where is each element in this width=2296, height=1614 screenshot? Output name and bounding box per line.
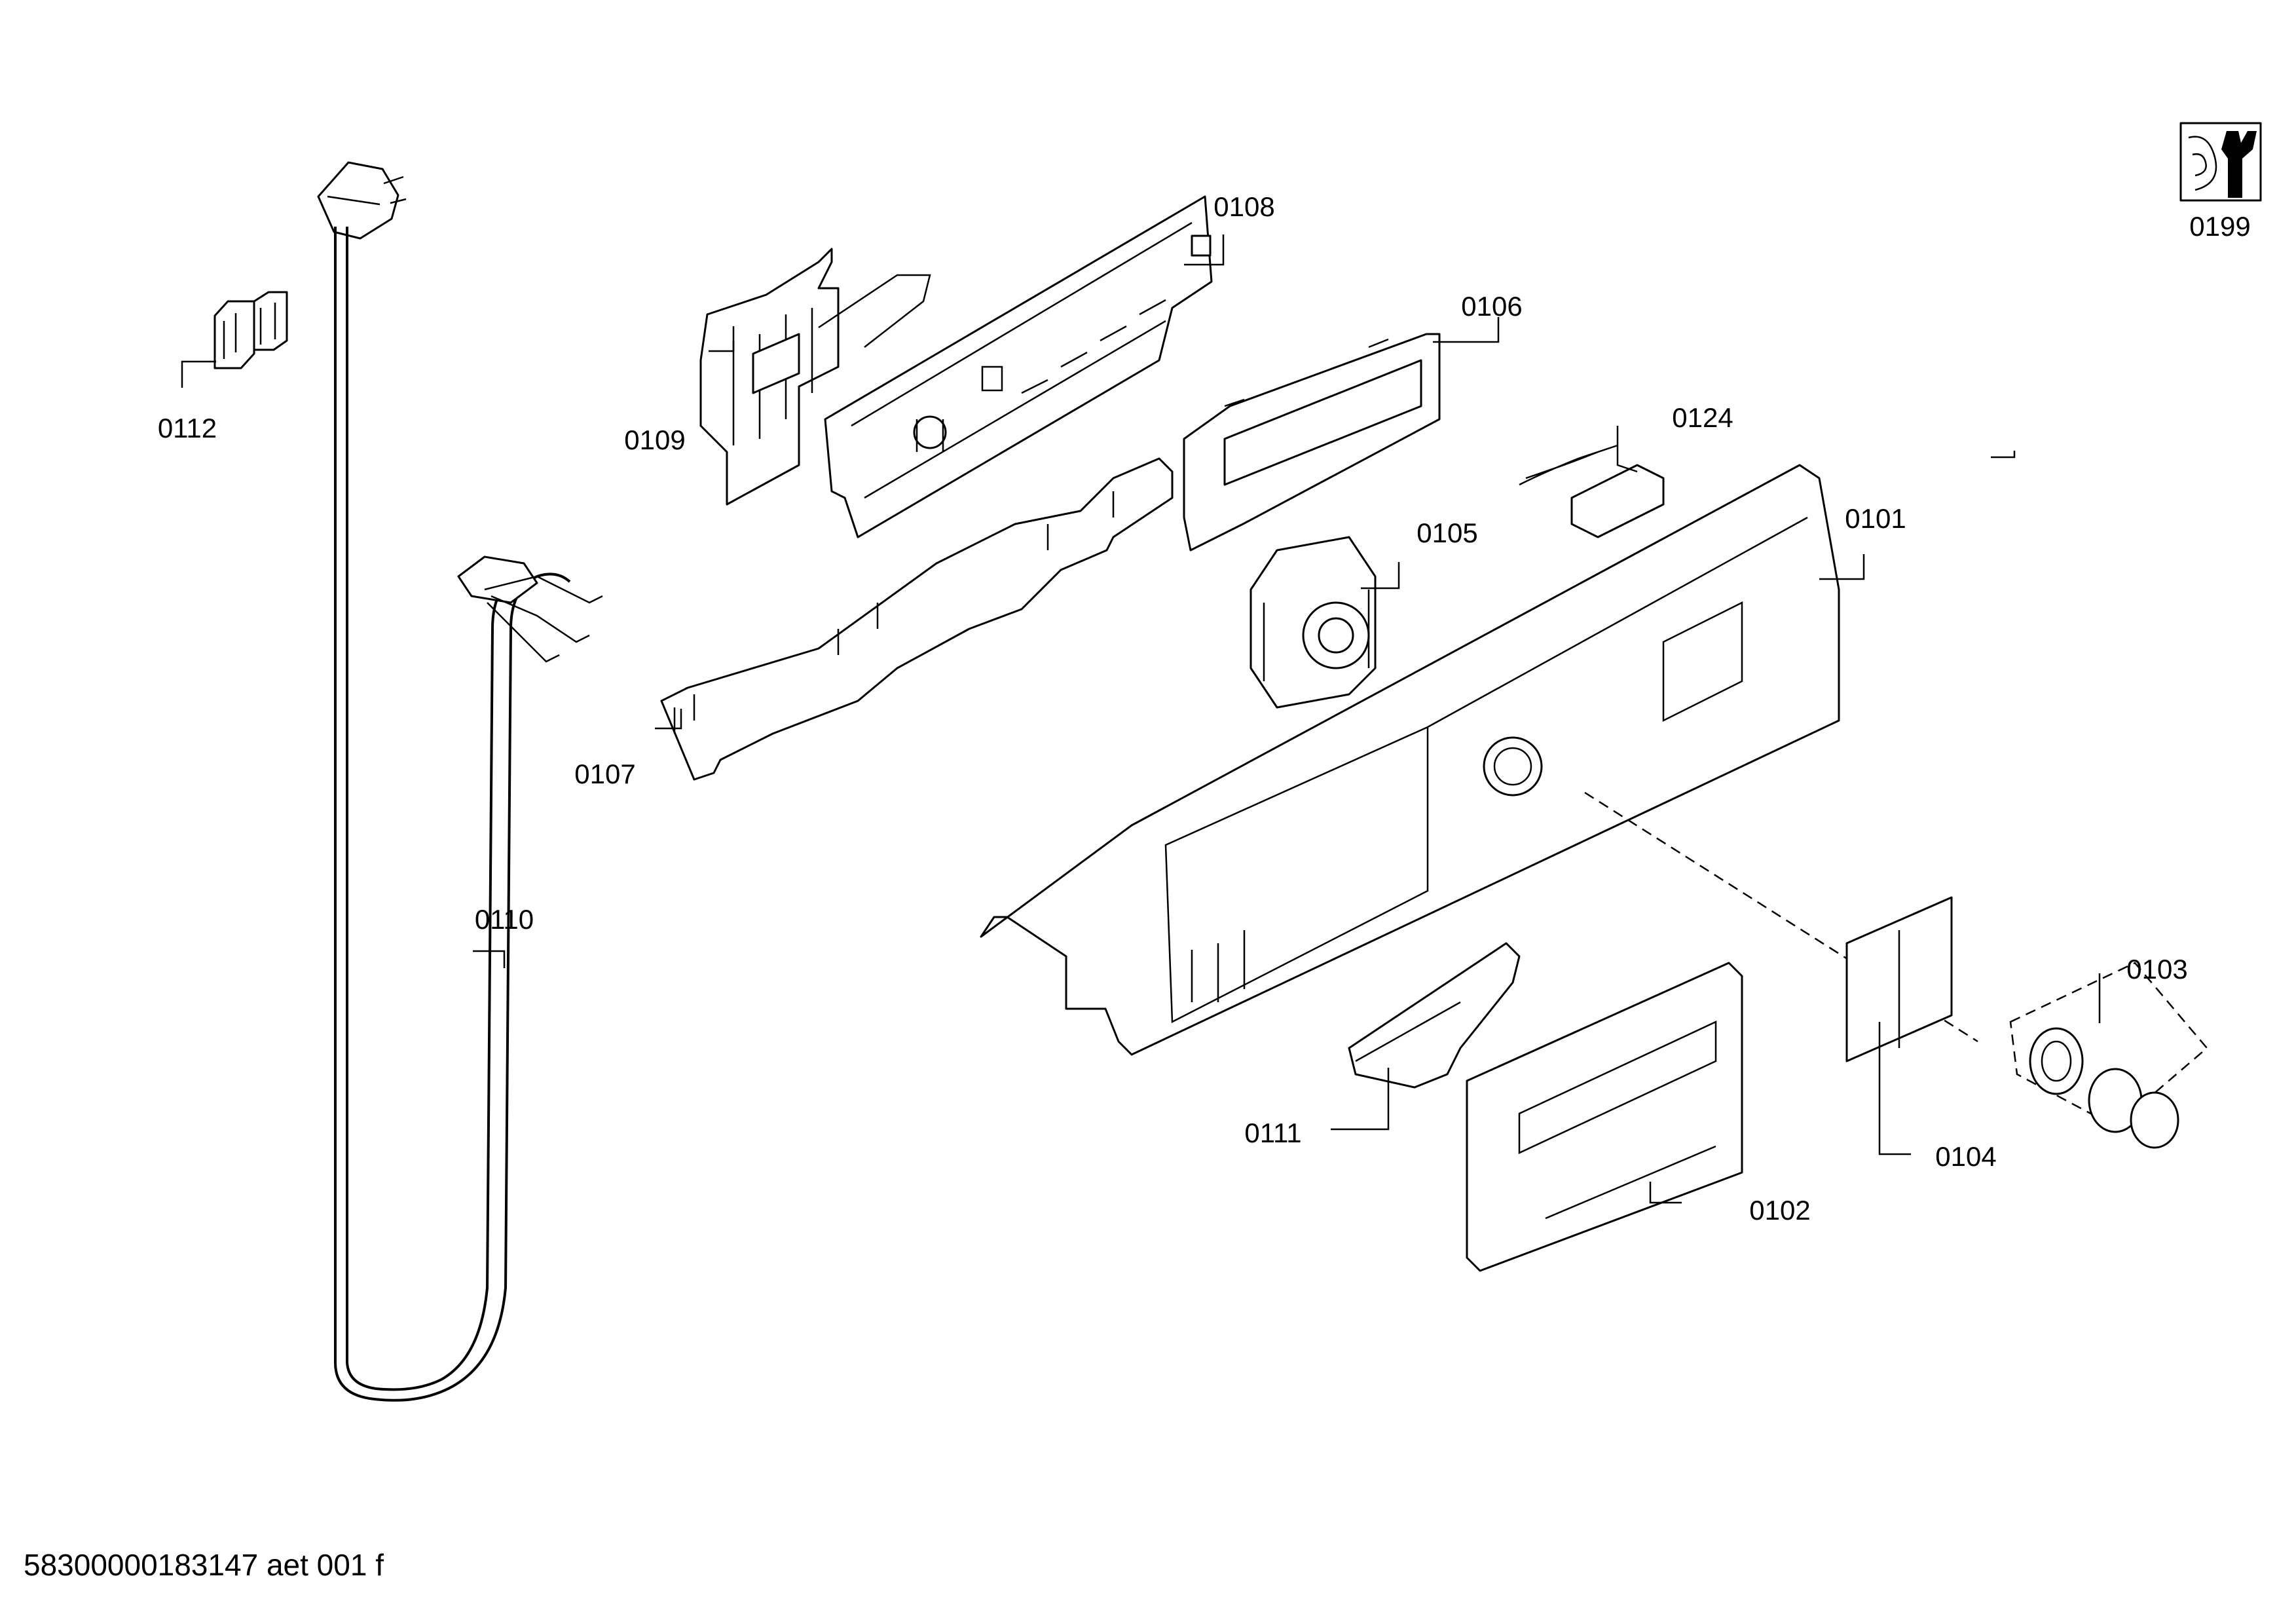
label-0110: 0110 — [475, 904, 534, 935]
part-0107-light-guide — [660, 457, 1174, 781]
label-0102: 0102 — [1749, 1195, 1810, 1226]
label-0106: 0106 — [1461, 291, 1522, 322]
label-0107: 0107 — [574, 759, 635, 789]
label-0111: 0111 — [1244, 1117, 1301, 1148]
part-0108-control-board — [824, 195, 1213, 538]
part-0103-knob — [2009, 962, 2208, 1149]
part-0105-selector-module — [1250, 536, 1377, 709]
part-0106-display-cover — [1183, 333, 1441, 552]
label-0108: 0108 — [1213, 191, 1274, 222]
label-0101: 0101 — [1845, 503, 1906, 534]
label-0112: 0112 — [158, 413, 217, 443]
part-0102-drawer-handle — [1466, 962, 1743, 1272]
label-0124: 0124 — [1672, 402, 1733, 433]
document-id: 58300000183147 aet 001 f — [24, 1548, 384, 1582]
part-0111-lever — [1348, 942, 1521, 1089]
service-wrench-icon — [2179, 122, 2262, 202]
part-0112-clip — [213, 291, 288, 369]
part-labels: 0108 0106 0124 0101 0105 0109 0107 0112 … — [158, 191, 2251, 1226]
part-0109-bracket — [699, 248, 931, 506]
alignment-line — [1584, 791, 1978, 1043]
part-0104-label — [1845, 896, 1953, 1062]
label-0199: 0199 — [2189, 211, 2250, 242]
part-0124-sensor — [1519, 426, 1665, 538]
leader-lines — [181, 235, 2101, 1204]
label-0109: 0109 — [624, 424, 685, 455]
part-0110-power-cable — [317, 161, 603, 1402]
part-0101-control-panel — [980, 464, 1840, 1056]
label-0103: 0103 — [2126, 954, 2187, 985]
label-0105: 0105 — [1416, 517, 1477, 548]
label-0104: 0104 — [1935, 1141, 1996, 1172]
